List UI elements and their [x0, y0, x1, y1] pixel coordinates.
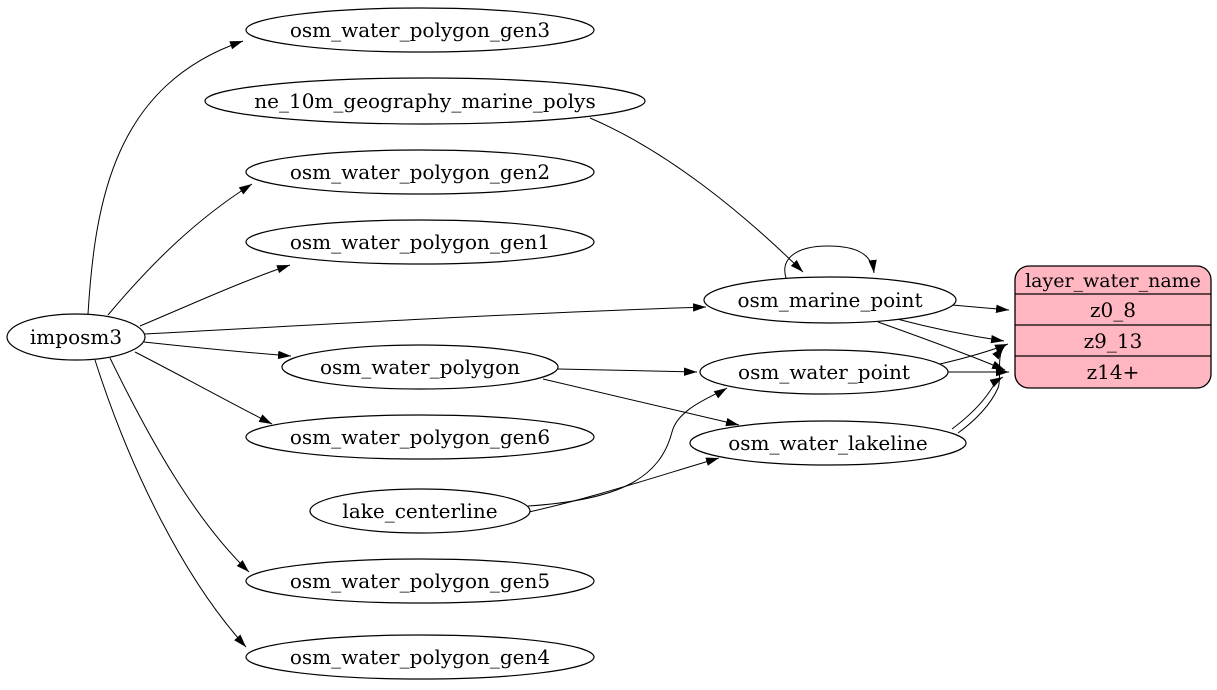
edge-imposm3-to-gen3	[87, 40, 244, 315]
node-ellipse-gen5	[245, 558, 595, 604]
edge-imposm3-to-gen6	[134, 351, 273, 425]
node-ellipse-gen1	[245, 219, 595, 265]
edge-imposm3-to-gen4	[94, 359, 247, 648]
node-water_polygon: osm_water_polygon	[281, 344, 559, 390]
node-ellipse-water_point	[699, 349, 949, 395]
node-ne10m: ne_10m_geography_marine_polys	[204, 77, 646, 125]
record-title: layer_water_name	[1025, 270, 1201, 292]
node-label-water_point: osm_water_point	[738, 360, 910, 384]
node-gen2: osm_water_polygon_gen2	[245, 149, 595, 195]
node-ellipse-imposm3	[6, 313, 146, 361]
edge-water_lakeline-to-z9_13	[957, 346, 1005, 434]
edge-imposm3-to-gen2	[107, 183, 253, 316]
edge-water_point-to-z9_13	[939, 343, 1009, 365]
node-lake_centerline: lake_centerline	[309, 488, 531, 534]
edge-imposm3-to-gen5	[109, 357, 250, 573]
node-marine_point: osm_marine_point	[703, 276, 957, 324]
node-label-water_lakeline: osm_water_lakeline	[728, 431, 928, 455]
edge-lake_centerline-to-water_lakeline	[528, 457, 720, 513]
node-label-gen3: osm_water_polygon_gen3	[290, 18, 550, 42]
edge-marine_point-to-z9_13	[896, 318, 1005, 344]
node-label-gen2: osm_water_polygon_gen2	[290, 160, 550, 184]
edge-marine_point-to-marine_point	[784, 245, 877, 279]
record-row-z0_8: z0_8	[1090, 298, 1136, 322]
edge-imposm3-to-gen1	[139, 264, 291, 327]
node-ellipse-gen2	[245, 149, 595, 195]
node-gen4: osm_water_polygon_gen4	[245, 634, 595, 680]
node-label-gen6: osm_water_polygon_gen6	[290, 425, 550, 449]
node-label-imposm3: imposm3	[30, 325, 122, 349]
record-row-z14+: z14+	[1087, 360, 1140, 384]
node-gen1: osm_water_polygon_gen1	[245, 219, 595, 265]
node-gen6: osm_water_polygon_gen6	[245, 414, 595, 460]
edge-marine_point-to-z14+	[877, 321, 1006, 371]
edge-water_polygon-to-water_point	[557, 367, 698, 376]
edge-imposm3-to-water_polygon	[143, 341, 292, 360]
node-label-gen4: osm_water_polygon_gen4	[290, 645, 550, 669]
node-ellipse-water_lakeline	[689, 420, 967, 466]
node-label-ne10m: ne_10m_geography_marine_polys	[254, 89, 595, 113]
record-row-z9_13: z9_13	[1084, 329, 1143, 353]
node-ellipse-gen3	[245, 7, 595, 53]
node-label-marine_point: osm_marine_point	[738, 288, 923, 312]
edge-ne10m-to-marine_point	[589, 117, 804, 273]
node-water_point: osm_water_point	[699, 349, 949, 395]
node-ellipse-lake_centerline	[309, 488, 531, 534]
node-gen5: osm_water_polygon_gen5	[245, 558, 595, 604]
node-gen3: osm_water_polygon_gen3	[245, 7, 595, 53]
edge-water_lakeline-to-z14+	[951, 376, 1004, 430]
node-water_lakeline: osm_water_lakeline	[689, 420, 967, 466]
node-ellipse-ne10m	[204, 77, 646, 125]
node-ellipse-gen6	[245, 414, 595, 460]
edge-lake_centerline-to-water_point	[527, 387, 728, 507]
edge-water_polygon-to-water_lakeline	[542, 378, 740, 427]
node-label-water_polygon: osm_water_polygon	[320, 355, 520, 379]
edge-imposm3-to-marine_point	[144, 303, 707, 335]
node-label-gen5: osm_water_polygon_gen5	[290, 569, 550, 593]
node-ellipse-gen4	[245, 634, 595, 680]
record-box	[1014, 265, 1212, 389]
node-label-gen1: osm_water_polygon_gen1	[290, 230, 550, 254]
node-imposm3: imposm3	[6, 313, 146, 361]
node-ellipse-marine_point	[703, 276, 957, 324]
record-node-layer_water_name: layer_water_name z0_8 z9_13 z14+	[1014, 265, 1212, 389]
edge-marine_point-to-z0_8	[951, 304, 1010, 314]
node-ellipse-water_polygon	[281, 344, 559, 390]
node-label-lake_centerline: lake_centerline	[342, 499, 497, 523]
